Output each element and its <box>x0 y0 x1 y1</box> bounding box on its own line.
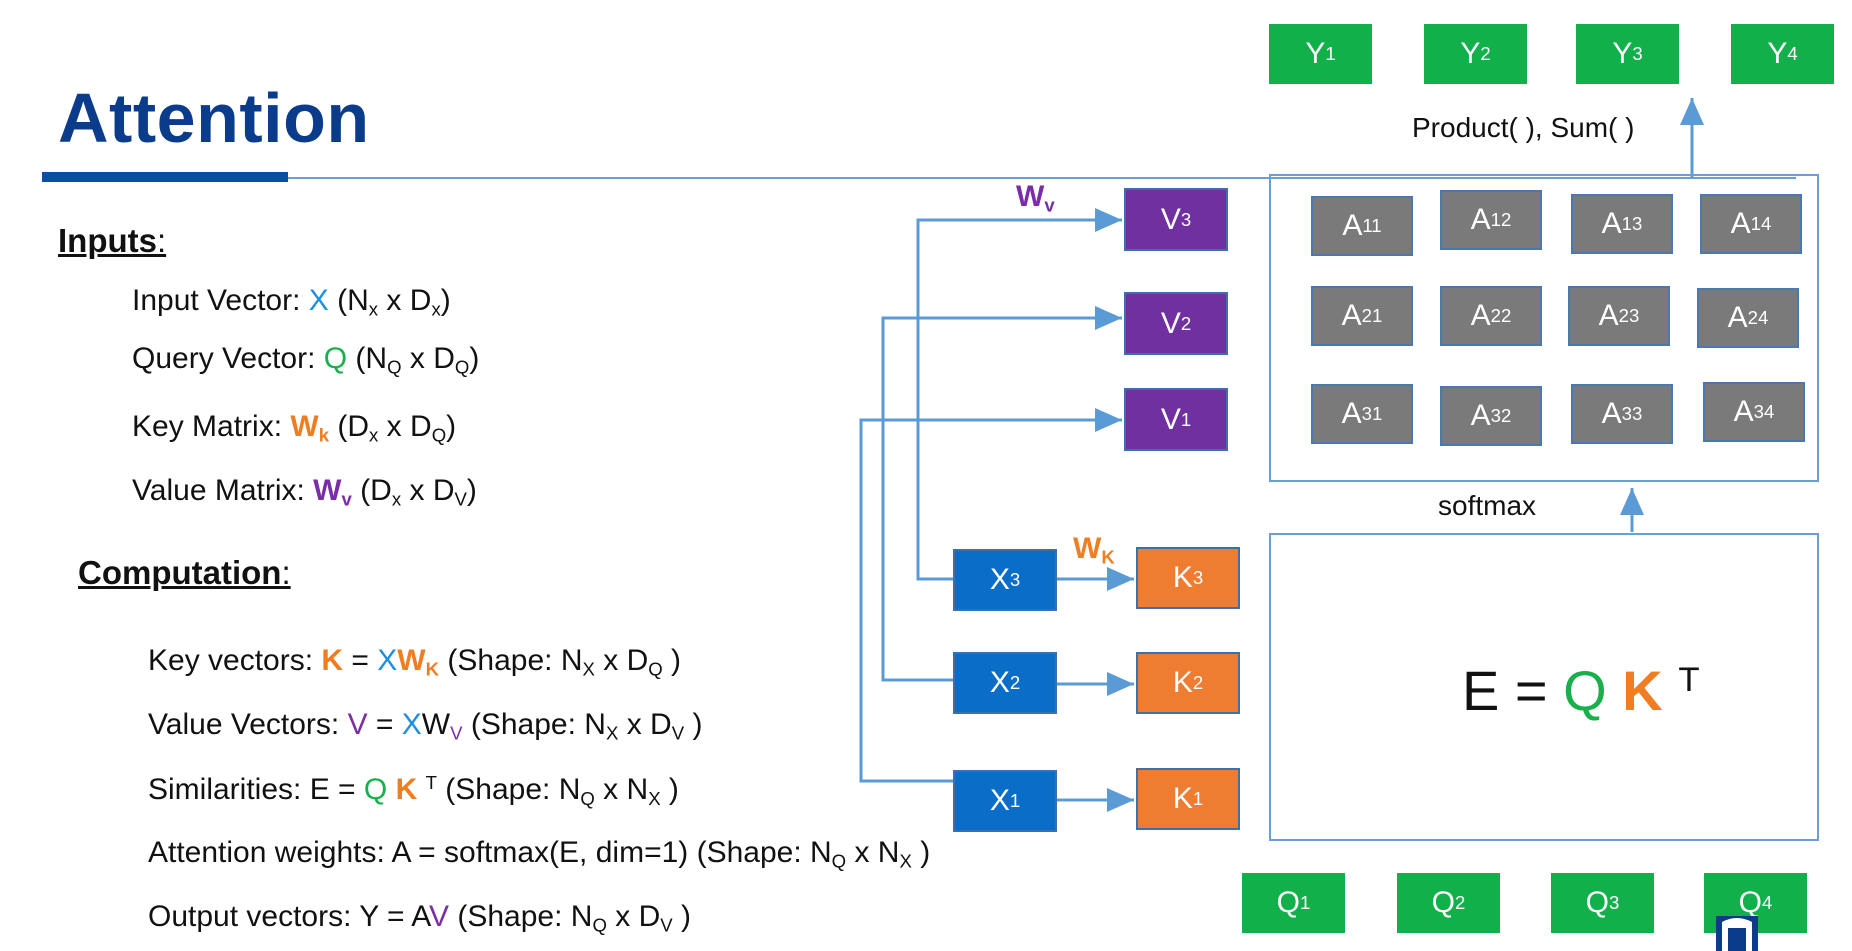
wire-x2-to-v2 <box>881 306 1122 682</box>
university-seal-icon <box>1716 916 1758 951</box>
input-vector-line: Input Vector: X (Nx x Dx) <box>132 284 451 320</box>
wire-x3-to-v3 <box>916 208 1122 581</box>
attention-weights-line: Attention weights: A = softmax(E, dim=1)… <box>148 836 931 872</box>
query-vector-line: Query Vector: Q (NQ x DQ) <box>132 342 480 378</box>
wv-label: Wv <box>1016 180 1055 216</box>
attention-matrix-frame <box>1269 174 1819 482</box>
key-matrix-line: Key Matrix: Wk (Dx x DQ) <box>132 410 457 446</box>
output-vectors-line: Output vectors: Y = AV (Shape: NQ x DV ) <box>148 900 691 936</box>
similarity-frame <box>1269 533 1819 841</box>
product-sum-label: Product( ), Sum( ) <box>1412 112 1635 143</box>
value-matrix-line: Value Matrix: Wv (Dx x DV) <box>132 474 477 510</box>
key-vectors-line: Key vectors: K = XWK (Shape: NX x DQ ) <box>148 644 682 680</box>
softmax-label: softmax <box>1438 490 1537 521</box>
similarities-line: Similarities: E = Q K T (Shape: NQ x NX … <box>148 772 679 809</box>
value-vectors-line: Value Vectors: V = XWV (Shape: NX x DV ) <box>148 708 703 744</box>
inputs-heading: Inputs: <box>58 222 167 259</box>
page-title: Attention <box>58 79 370 157</box>
computation-heading: Computation: <box>78 554 291 591</box>
title-underline-bar <box>42 172 288 182</box>
wire-x1-to-v1 <box>859 408 1122 783</box>
header-divider <box>288 177 1796 179</box>
wk-label: WK <box>1073 532 1115 568</box>
similarity-equation: E = Q K T <box>1462 659 1700 722</box>
